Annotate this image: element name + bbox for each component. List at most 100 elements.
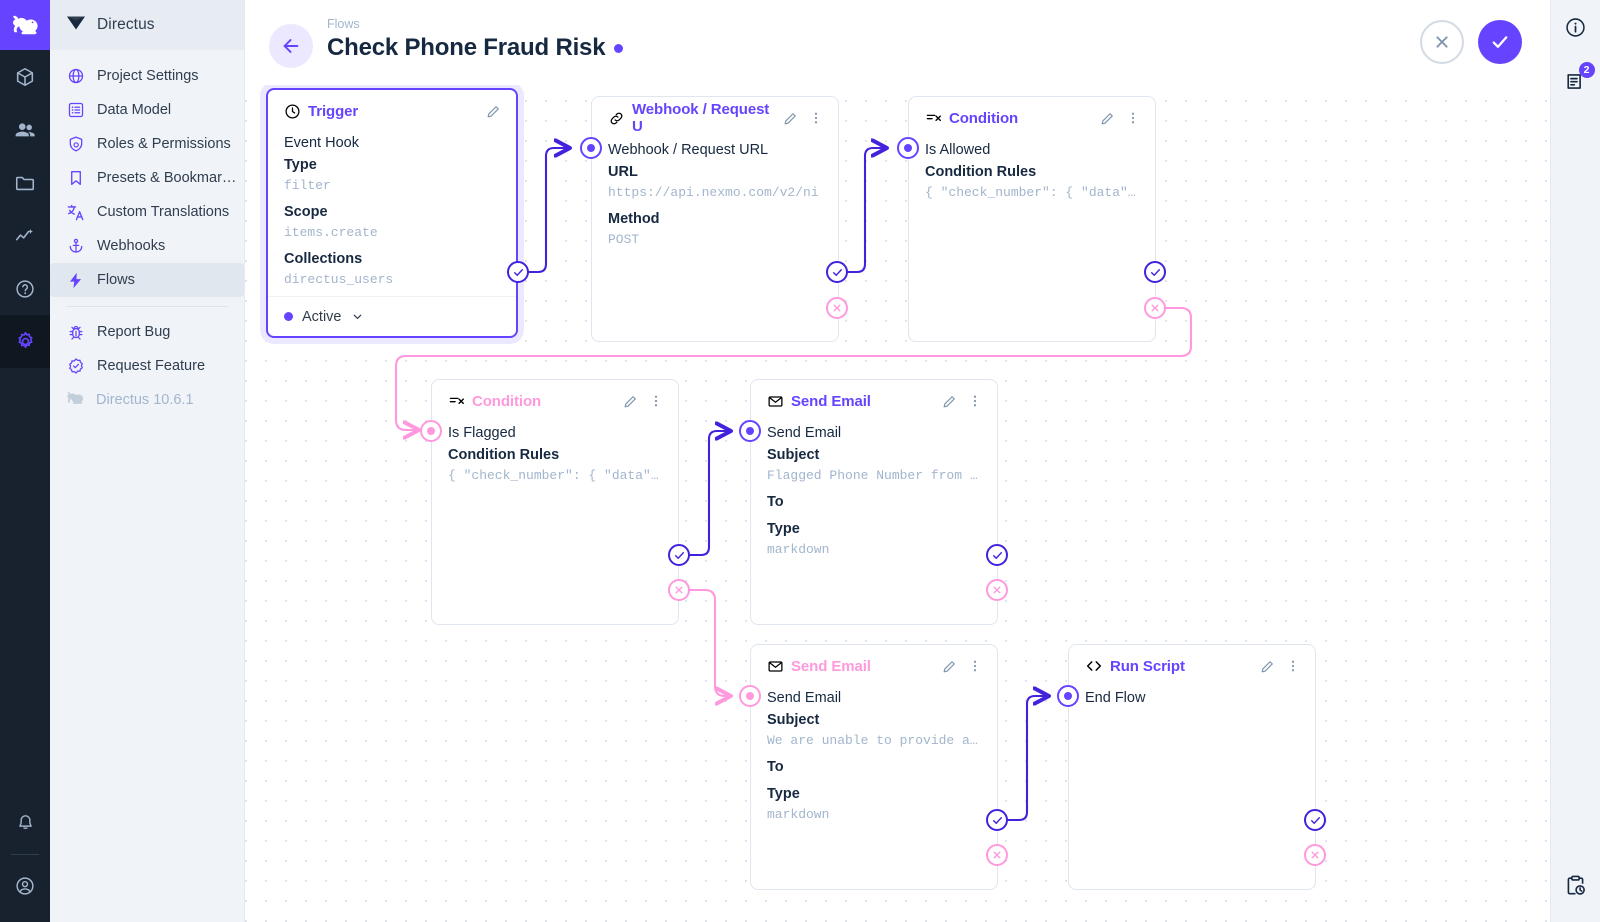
rail-divider xyxy=(11,854,39,855)
sidebar-menu: Project Settings Data Model xyxy=(50,50,244,417)
sidebar-item-flows[interactable]: Flows xyxy=(50,263,244,297)
module-rail xyxy=(0,0,50,922)
bell-icon[interactable] xyxy=(0,797,50,850)
rail-item-content[interactable] xyxy=(0,50,50,103)
sidebar-header[interactable]: Directus xyxy=(50,0,244,50)
edit-pencil-icon[interactable] xyxy=(485,103,502,120)
sidebar-item-request-feature[interactable]: Request Feature xyxy=(50,349,244,383)
rail-item-files[interactable] xyxy=(0,156,50,209)
node-footer-status[interactable]: Active xyxy=(268,296,516,336)
node-title: Condition xyxy=(472,392,542,410)
sidebar-item-project-settings[interactable]: Project Settings xyxy=(50,59,244,93)
edit-pencil-icon[interactable] xyxy=(941,393,958,410)
port-run-script-resolve[interactable] xyxy=(1304,809,1326,831)
port-condition-allowed-reject[interactable] xyxy=(1144,297,1166,319)
node-trigger[interactable]: Trigger Event Hook Type filter Scope ite… xyxy=(266,88,518,338)
sidebar-item-report-bug[interactable]: Report Bug xyxy=(50,315,244,349)
more-options-icon[interactable] xyxy=(648,393,664,409)
port-condition-flagged-resolve[interactable] xyxy=(668,544,690,566)
port-run-script-input[interactable] xyxy=(1057,685,1079,707)
status-dot xyxy=(614,43,624,53)
node-body: Event Hook Type filter Scope items.creat… xyxy=(268,132,516,290)
link-icon xyxy=(608,110,625,127)
node-row-value: { "check_number": { "data"… xyxy=(925,185,1136,200)
rail-item-docs[interactable] xyxy=(0,262,50,315)
right-sidebar: 2 xyxy=(1550,0,1600,922)
node-row-value: https://api.nexmo.com/v2/ni xyxy=(608,185,819,200)
port-send-email-flagged-resolve[interactable] xyxy=(986,544,1008,566)
rail-item-settings[interactable] xyxy=(0,315,50,368)
node-run-script[interactable]: Run Script End Flow xyxy=(1068,644,1316,890)
node-row-label: End Flow xyxy=(1085,690,1146,706)
more-options-icon[interactable] xyxy=(1125,110,1141,126)
node-row-key: Type xyxy=(767,521,800,537)
port-send-email-unable-resolve[interactable] xyxy=(986,809,1008,831)
port-webhook-reject[interactable] xyxy=(826,297,848,319)
node-tools xyxy=(622,393,664,410)
port-webhook-input[interactable] xyxy=(580,137,602,159)
edit-pencil-icon[interactable] xyxy=(782,110,799,127)
node-row-key: URL xyxy=(608,164,638,180)
rail-item-users[interactable] xyxy=(0,103,50,156)
breadcrumb[interactable]: Flows xyxy=(327,17,360,31)
more-options-icon[interactable] xyxy=(967,393,983,409)
port-send-email-flagged-input[interactable] xyxy=(739,420,761,442)
account-circle-icon[interactable] xyxy=(0,859,50,912)
back-button[interactable] xyxy=(269,24,313,68)
node-header: Condition xyxy=(909,97,1155,139)
node-condition-is-flagged[interactable]: Condition Is Flagged Condition Rules { "… xyxy=(431,379,679,625)
node-condition-is-allowed[interactable]: Condition Is Allowed Condition Rules { "… xyxy=(908,96,1156,342)
page-header: Flows Check Phone Fraud Risk xyxy=(245,0,1550,85)
sidebar-item-label: Request Feature xyxy=(97,358,206,374)
node-webhook-request-url[interactable]: Webhook / Request U Webhook / Request UR… xyxy=(591,96,839,342)
condition-icon xyxy=(925,110,942,127)
port-run-script-reject[interactable] xyxy=(1304,844,1326,866)
node-tools xyxy=(782,110,824,127)
node-body: Is Flagged Condition Rules { "check_numb… xyxy=(432,422,678,486)
port-condition-flagged-reject[interactable] xyxy=(668,579,690,601)
sidebar-item-roles-permissions[interactable]: Roles & Permissions xyxy=(50,127,244,161)
sidebar-item-presets-bookmarks[interactable]: Presets & Bookmar… xyxy=(50,161,244,195)
notifications-icon[interactable]: 2 xyxy=(1551,54,1600,108)
rail-item-insights[interactable] xyxy=(0,209,50,262)
more-options-icon[interactable] xyxy=(967,658,983,674)
sidebar-item-custom-translations[interactable]: Custom Translations xyxy=(50,195,244,229)
chevron-down-icon[interactable] xyxy=(351,310,364,323)
port-condition-flagged-input[interactable] xyxy=(420,420,442,442)
bug-icon xyxy=(66,323,85,342)
port-send-email-unable-input[interactable] xyxy=(739,685,761,707)
node-row-value: items.create xyxy=(284,225,378,240)
port-condition-allowed-resolve[interactable] xyxy=(1144,261,1166,283)
cancel-button[interactable] xyxy=(1420,20,1464,64)
settings-sidebar: Directus Project Settings xyxy=(50,0,245,922)
code-brackets-icon xyxy=(1085,657,1103,675)
rabbit-logo-icon[interactable] xyxy=(0,0,50,50)
port-condition-allowed-input[interactable] xyxy=(897,137,919,159)
sidebar-item-label: Project Settings xyxy=(97,68,199,84)
save-button[interactable] xyxy=(1478,20,1522,64)
node-send-email-flagged[interactable]: Send Email Send Email Subject Flagged Ph… xyxy=(750,379,998,625)
translate-icon xyxy=(66,203,85,222)
rabbit-small-icon xyxy=(66,391,84,409)
port-trigger-resolve[interactable] xyxy=(507,261,529,283)
port-webhook-resolve[interactable] xyxy=(826,261,848,283)
port-send-email-unable-reject[interactable] xyxy=(986,844,1008,866)
more-options-icon[interactable] xyxy=(808,110,824,126)
sidebar-item-webhooks[interactable]: Webhooks xyxy=(50,229,244,263)
clipboard-clock-icon[interactable] xyxy=(1551,858,1600,912)
list-box-icon xyxy=(66,101,85,120)
node-send-email-unable[interactable]: Send Email Send Email Subject We are una… xyxy=(750,644,998,890)
node-row-value: markdown xyxy=(767,807,830,822)
edit-pencil-icon[interactable] xyxy=(941,658,958,675)
more-options-icon[interactable] xyxy=(1285,658,1301,674)
edit-pencil-icon[interactable] xyxy=(1259,658,1276,675)
info-circle-icon[interactable] xyxy=(1551,0,1600,54)
node-row-value: directus_users xyxy=(284,272,394,287)
node-row-key: To xyxy=(767,759,784,775)
sidebar-item-label: Webhooks xyxy=(97,238,166,254)
edit-pencil-icon[interactable] xyxy=(1099,110,1116,127)
edit-pencil-icon[interactable] xyxy=(622,393,639,410)
page-title: Check Phone Fraud Risk xyxy=(327,34,606,61)
port-send-email-flagged-reject[interactable] xyxy=(986,579,1008,601)
sidebar-item-data-model[interactable]: Data Model xyxy=(50,93,244,127)
